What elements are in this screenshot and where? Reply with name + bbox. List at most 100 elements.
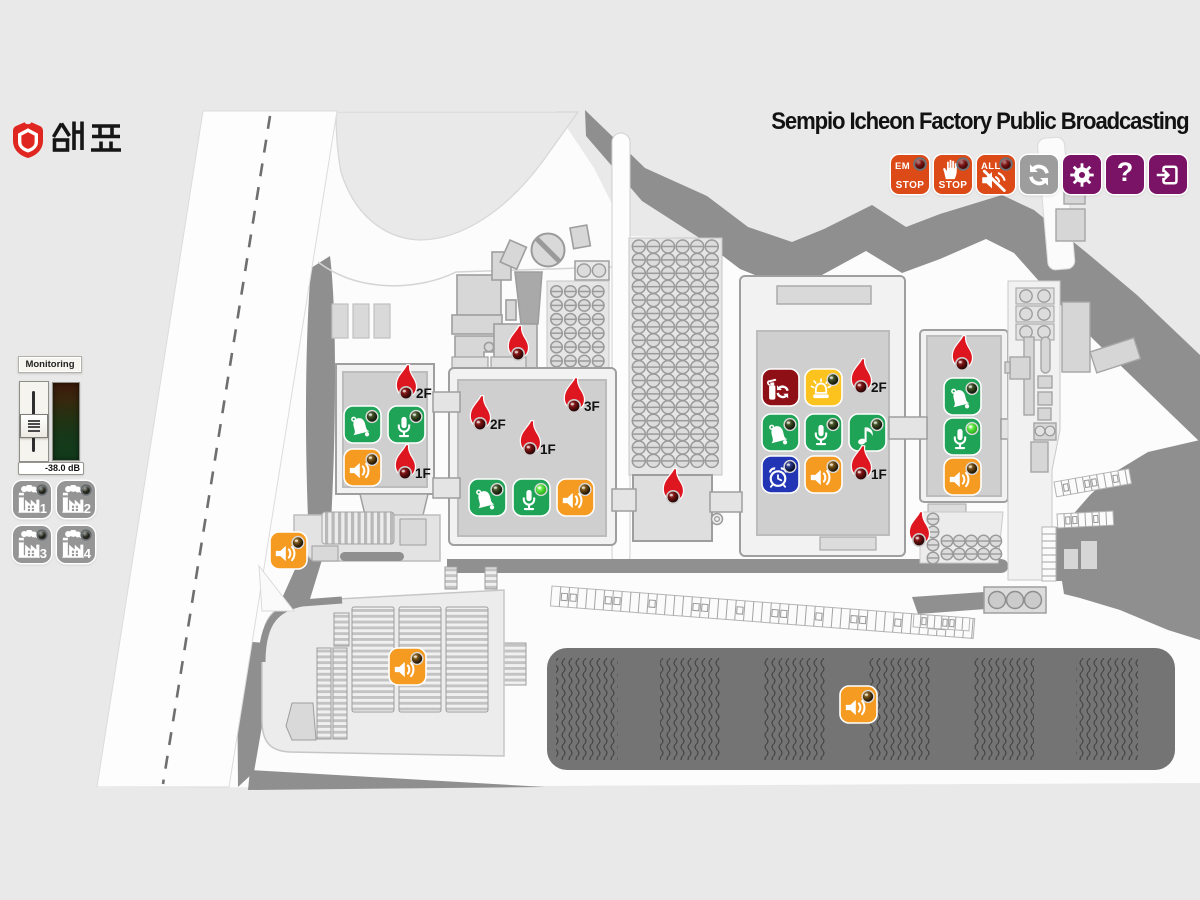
exit-button[interactable] <box>1149 155 1187 194</box>
page-title: Sempio Icheon Factory Public Broadcastin… <box>771 108 1190 135</box>
question-icon: ? <box>1116 157 1134 187</box>
button-label: STOP <box>938 180 968 191</box>
speaker-button-bldg-d[interactable] <box>943 457 982 496</box>
clock-button-bldg-c[interactable] <box>761 455 800 494</box>
zone-number: 4 <box>83 546 91 561</box>
mic-button-bldg-d[interactable] <box>943 417 982 456</box>
speaker-button-bldg-c[interactable] <box>804 455 843 494</box>
status-led <box>783 459 797 474</box>
toolbar: EM STOP STOP ALL? <box>891 155 1187 194</box>
status-led <box>534 482 548 497</box>
status-led <box>291 535 305 550</box>
status-led <box>1001 159 1011 169</box>
east-complex <box>1004 182 1142 581</box>
emergency-stop-button[interactable]: EM STOP <box>891 155 929 194</box>
gear-icon <box>1070 163 1093 186</box>
site-plan <box>96 110 1200 790</box>
status-led <box>82 531 90 539</box>
speaker-button-tank-farm[interactable] <box>388 647 427 686</box>
bell-button-bldg-d[interactable] <box>943 377 982 416</box>
floor-label: 3F <box>584 399 600 414</box>
refresh-icon <box>1030 164 1048 185</box>
monitor-volume-slider[interactable] <box>19 381 49 462</box>
sempio-logo-text <box>51 121 121 152</box>
zone-number: 2 <box>83 501 91 516</box>
status-led <box>38 531 46 539</box>
status-led <box>915 159 925 169</box>
bell-button-bldg-a[interactable] <box>343 405 382 444</box>
settings-button[interactable] <box>1063 155 1101 194</box>
floor-label: 2F <box>416 386 432 401</box>
speaker-button-west-yard[interactable] <box>269 531 308 570</box>
status-led <box>578 482 592 497</box>
status-led <box>410 651 424 666</box>
button-label: ALL <box>981 161 1001 172</box>
tank-farm <box>258 589 505 757</box>
status-led <box>965 461 979 476</box>
fire-sensor-d[interactable] <box>951 335 974 371</box>
all-mute-button[interactable]: ALL <box>977 155 1015 194</box>
exit-icon <box>1157 167 1177 183</box>
stop-button[interactable]: STOP <box>934 155 972 194</box>
tank-grid <box>549 239 720 469</box>
bell-button-bldg-c[interactable] <box>761 413 800 452</box>
status-led <box>826 417 840 432</box>
slider-handle[interactable] <box>20 414 48 438</box>
zone-button-4[interactable]: 4 <box>57 526 95 563</box>
status-led <box>861 689 875 704</box>
fire-sensor-b-3f[interactable]: 3F <box>563 377 600 414</box>
music-button-bldg-c[interactable] <box>848 413 887 452</box>
mute-icon <box>982 171 1004 190</box>
extinguisher-button-bldg-c[interactable] <box>761 368 800 407</box>
fire-sensor-c-2f[interactable]: 2F <box>850 358 887 395</box>
zone-button-1[interactable]: 1 <box>13 481 51 518</box>
fire-sensor-north-annex[interactable] <box>507 325 530 361</box>
status-led <box>965 381 979 396</box>
floor-label: 1F <box>415 466 431 481</box>
fire-sensor-center-annex[interactable] <box>662 468 685 504</box>
bell-button-bldg-b[interactable] <box>468 478 507 517</box>
floor-label: 1F <box>540 442 556 457</box>
mic-button-bldg-b[interactable] <box>512 478 551 517</box>
status-led <box>38 486 46 494</box>
button-label: STOP <box>895 180 925 191</box>
monitoring-label: Monitoring <box>18 356 82 373</box>
speaker-button-parking-lot[interactable] <box>839 685 878 724</box>
mic-button-bldg-a[interactable] <box>387 405 426 444</box>
fire-sensor-b-1f[interactable]: 1F <box>519 420 556 457</box>
fire-sensor-b-2f[interactable]: 2F <box>469 395 506 432</box>
fire-sensor-c-1f[interactable]: 1F <box>850 445 887 482</box>
factory-icon <box>62 485 84 513</box>
floor-label: 2F <box>871 380 887 395</box>
status-led <box>870 417 884 432</box>
help-button[interactable]: ? <box>1106 155 1144 194</box>
status-led <box>783 417 797 432</box>
parking-rows <box>549 468 1133 640</box>
refresh-button[interactable] <box>1020 155 1058 194</box>
status-led <box>958 159 968 169</box>
zone-button-3[interactable]: 3 <box>13 526 51 563</box>
level-readout: -38.0 dB <box>18 462 84 475</box>
status-led <box>490 482 504 497</box>
fire-sensor-a-2f[interactable]: 2F <box>395 364 432 401</box>
status-led <box>409 409 423 424</box>
status-led <box>826 459 840 474</box>
status-led <box>965 421 979 436</box>
factory-icon <box>62 530 84 558</box>
sempio-logo-icon <box>13 122 43 158</box>
siren-button-bldg-c[interactable] <box>804 368 843 407</box>
zone-button-2[interactable]: 2 <box>57 481 95 518</box>
fire-sensor-a-1f[interactable]: 1F <box>394 444 431 481</box>
hand-icon <box>943 160 957 179</box>
fire-sensor-southeast[interactable] <box>908 511 931 547</box>
floor-label: 2F <box>490 417 506 432</box>
mic-button-bldg-c[interactable] <box>804 413 843 452</box>
speaker-button-bldg-b[interactable] <box>556 478 595 517</box>
status-led <box>826 372 840 387</box>
vu-meter <box>52 382 80 461</box>
speaker-button-bldg-a[interactable] <box>343 448 382 487</box>
button-label: EM <box>895 161 911 172</box>
status-led <box>365 409 379 424</box>
zone-number: 1 <box>39 501 47 516</box>
